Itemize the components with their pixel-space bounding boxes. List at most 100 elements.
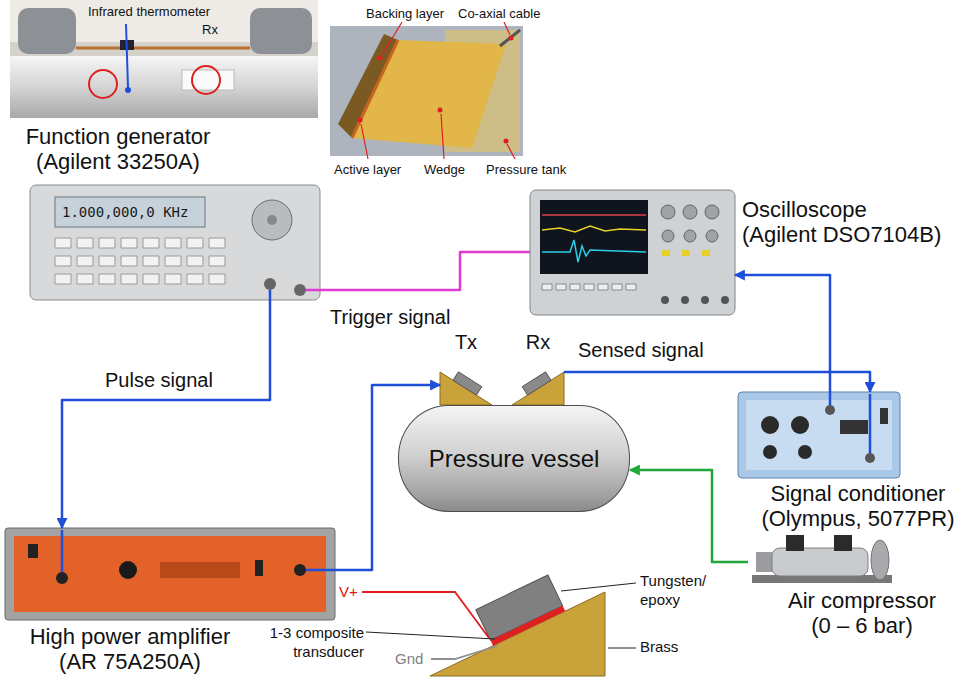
oscilloscope: Oscilloscope(Agilent DSO7104B) <box>530 190 735 315</box>
function-generator-picture <box>30 185 320 300</box>
power-amplifier: High power amplifier(AR 75A250A) <box>5 528 335 620</box>
knob <box>662 230 674 242</box>
cable-stub <box>269 290 272 300</box>
wedge-photo <box>330 22 523 159</box>
knob <box>683 205 697 219</box>
signal-conditioner: Signal conditioner(Olympus, 5077PR) <box>738 392 900 478</box>
part-label: Infrared thermometer <box>88 4 210 20</box>
trace <box>542 240 646 262</box>
trace <box>542 214 646 216</box>
device-name: Signal conditioner <box>761 481 954 506</box>
air-compressor: Air compressor(0 – 6 bar) <box>748 535 895 585</box>
compressor-cylinder <box>834 535 852 551</box>
screen <box>540 200 648 274</box>
tank-sticker <box>182 70 234 90</box>
leader-dot <box>509 36 514 41</box>
compressor-picture <box>752 535 892 583</box>
bnc-connector <box>56 572 68 584</box>
cable-stub <box>829 392 832 405</box>
part-label: Active layer <box>334 162 401 178</box>
part-label: Pressure tank <box>486 162 566 178</box>
knob <box>252 200 292 240</box>
knob <box>661 205 675 219</box>
part-label: 1-3 composite transducer <box>252 624 364 662</box>
highlight-circle <box>89 70 117 98</box>
display <box>160 562 240 578</box>
coax-shape <box>500 30 520 46</box>
knob <box>119 561 137 579</box>
part-label: Wedge <box>424 162 465 178</box>
sense-cable <box>564 372 870 392</box>
compressor-cylinder <box>786 535 804 551</box>
knob <box>761 416 779 434</box>
knob <box>798 445 812 459</box>
device-label: Oscilloscope(Agilent DSO7104B) <box>742 197 941 248</box>
trace <box>542 226 646 232</box>
photo-ground <box>10 0 318 118</box>
signal-label: Pulse signal <box>105 368 213 393</box>
compressor-motor <box>772 548 868 576</box>
signal-label: Trigger signal <box>330 305 450 330</box>
leader-dot <box>378 56 383 61</box>
compressor-part <box>756 552 772 572</box>
bnc-connector <box>865 453 875 463</box>
leader-line <box>366 632 495 639</box>
bnc-connector <box>294 284 306 296</box>
device-name: High power amplifier <box>30 624 231 649</box>
trigger-cable <box>320 252 530 290</box>
part-label: Tungsten/ epoxy <box>640 572 720 610</box>
transducer-block <box>453 372 482 395</box>
active-layer-shape <box>352 40 398 138</box>
device-name: (Agilent 33250A) <box>26 149 211 174</box>
button-grid <box>55 238 225 284</box>
signal-conditioner-picture <box>738 392 900 478</box>
backing-shape <box>338 34 398 138</box>
cable-stub <box>306 289 320 292</box>
instrument-body <box>30 185 320 300</box>
signal-label: Sensed signal <box>578 338 704 363</box>
compressor-fan <box>871 540 889 580</box>
knob <box>791 416 809 434</box>
display <box>55 197 205 227</box>
device-name: Rx <box>526 331 550 354</box>
leader-line <box>504 22 510 35</box>
instrument-body <box>530 190 735 315</box>
knob <box>684 230 696 242</box>
leader-dot <box>438 108 443 113</box>
transducer-block <box>522 372 551 395</box>
bnc-connector <box>264 278 276 290</box>
pulse-cable <box>62 300 270 528</box>
transmitter: Tx <box>440 358 492 405</box>
part-label: Rx <box>202 22 218 38</box>
tx-wedge <box>440 372 492 405</box>
instrument-body <box>738 392 900 478</box>
motor-housing <box>18 8 76 54</box>
bnc-connector <box>701 296 709 304</box>
part-label: V+ <box>339 583 358 602</box>
bnc-connector <box>294 564 306 576</box>
device-label: Rx <box>526 331 550 354</box>
photo-ground <box>330 26 523 156</box>
device-name: (Olympus, 5077PR) <box>761 506 954 531</box>
cable-stub <box>869 394 872 453</box>
leader-line <box>441 114 444 159</box>
device-label: High power amplifier(AR 75A250A) <box>30 624 231 675</box>
cable-stub <box>306 569 335 572</box>
leader-line <box>561 583 636 591</box>
rx-wedge <box>512 372 564 405</box>
device-label: Tx <box>455 331 477 354</box>
vessel-label: Pressure vessel <box>417 445 612 473</box>
leader-dot <box>125 87 131 93</box>
signal-cable <box>735 275 830 392</box>
knob <box>763 445 777 459</box>
device-label: Air compressor(0 – 6 bar) <box>788 588 936 639</box>
knob-center <box>267 215 277 225</box>
amplifier-picture <box>5 528 335 620</box>
part-label: 1.000,000,0 KHz <box>62 204 188 222</box>
knob <box>706 230 718 242</box>
device-name: Tx <box>455 331 477 354</box>
oscilloscope-picture <box>530 190 735 315</box>
